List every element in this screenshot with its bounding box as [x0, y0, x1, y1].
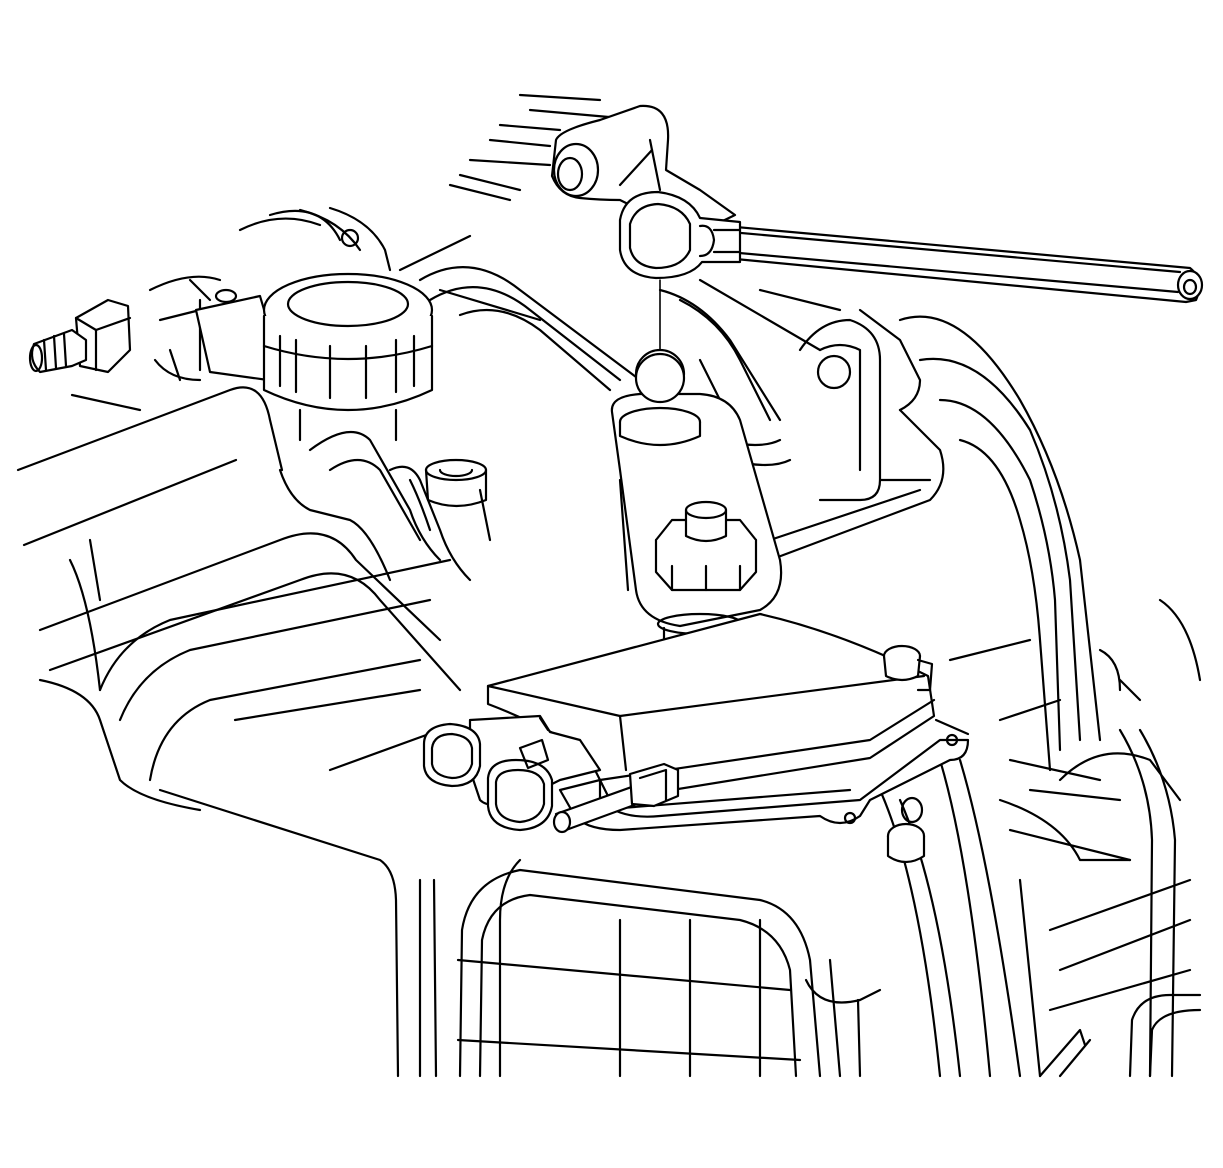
filler-cap	[194, 272, 434, 442]
electrical-connector	[422, 714, 602, 832]
vent-tube	[552, 762, 680, 834]
shift-cable-end	[618, 190, 742, 280]
lever-nut	[654, 500, 758, 592]
shift-cable	[723, 224, 1204, 304]
transmission-case	[16, 93, 1202, 1078]
cable-bracket	[550, 104, 737, 234]
range-switch	[486, 612, 970, 864]
shift-lever	[610, 352, 783, 648]
bolt-left	[28, 298, 132, 374]
